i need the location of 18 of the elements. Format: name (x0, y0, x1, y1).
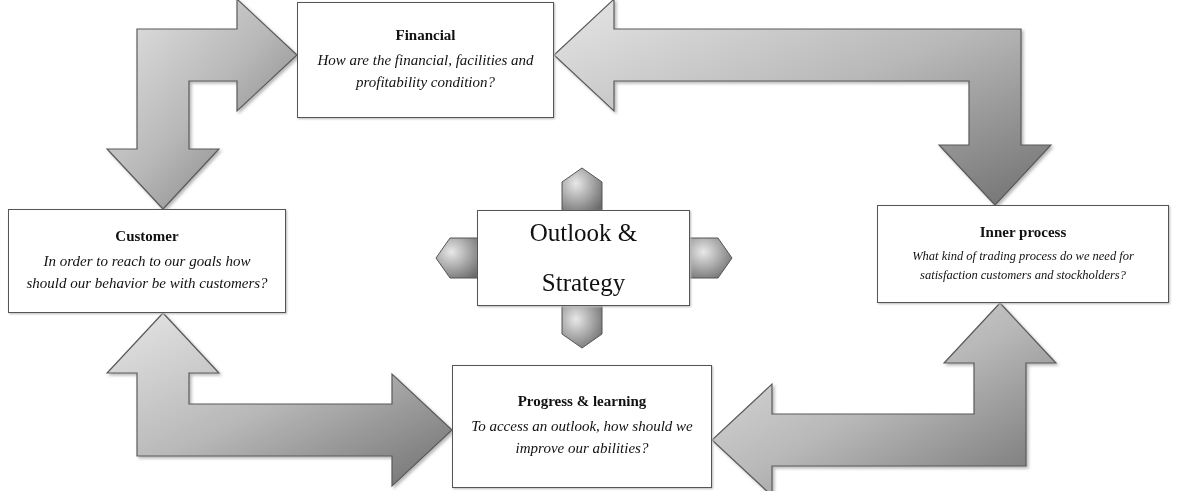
bent-block-arrow (105, 312, 453, 488)
perspective-box (8, 209, 286, 313)
bent-block-arrow (553, 0, 1053, 206)
box-question: How are the financial, facilities and profitability condition? (316, 50, 535, 92)
center-box (477, 210, 690, 306)
perspective-box (877, 205, 1169, 303)
box-question: What kind of trading process do we need for satisfaction customers and stockholders? (911, 248, 1135, 284)
bent-block-arrow (711, 302, 1058, 491)
box-heading: Inner process (979, 224, 1067, 242)
perspective-box (297, 2, 554, 118)
center-title: Outlook & Strategy (528, 218, 639, 298)
box-heading: Progress & learning (517, 393, 647, 411)
box-heading: Financial (395, 26, 456, 44)
box-question: To access an outlook, how should we improve our abilities? (470, 417, 694, 458)
perspective-box (452, 365, 712, 488)
box-question: In order to reach to our goals how should our behavior be with customers? (25, 251, 269, 293)
bent-block-arrow (105, 0, 298, 210)
box-heading: Customer (115, 227, 179, 245)
